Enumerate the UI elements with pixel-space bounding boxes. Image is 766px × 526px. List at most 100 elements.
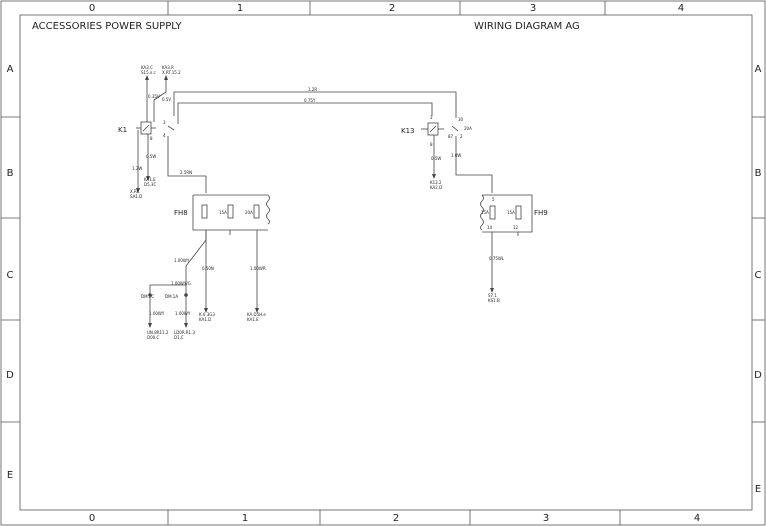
fuse-holder-fh9-label: FH9 [534, 209, 548, 217]
wire-label-fh8-out-3: 1.00WR [250, 266, 266, 271]
splice-label-1: DM.1C [141, 294, 154, 299]
col-label-bottom-1: 1 [242, 513, 248, 524]
relay-k1-label: K1 [118, 126, 127, 134]
col-label-bottom-2: 2 [393, 513, 399, 524]
wire-label-top-long-1: 1.2R [308, 87, 317, 92]
col-label-top-4: 4 [678, 3, 684, 14]
col-label-top-1: 1 [237, 3, 243, 14]
k1-wire-top-b [153, 78, 167, 122]
relay-k13 [421, 122, 459, 136]
k13-pin-3: 87 [448, 134, 454, 139]
conn-fh8-end-1b: D00.C [147, 335, 159, 340]
conn-fh8-end-3b: KA1.D [199, 317, 211, 322]
fh9-pin-2: 14 [487, 225, 493, 230]
wire-label-k1-side: 1.2W [132, 166, 142, 171]
wire-top-long-1 [173, 91, 457, 118]
fuse-holder-fh8-label: FH8 [174, 209, 188, 217]
k13-pin-5: 8 [430, 142, 433, 147]
wire-label-fh8-out-2: 0.50N [202, 266, 214, 271]
k13-pin-6: 20A [464, 126, 472, 131]
conn-k1-bot-a-1: X.RK [130, 189, 140, 194]
conn-k1-bot-a-2: SA1.D [130, 194, 142, 199]
fh9-fuse-1: 15A [481, 210, 489, 215]
relay-k13-label: K13 [401, 127, 415, 135]
wire-label-fh8-out-1b: 1.00WY/G [171, 281, 191, 286]
wire-label-fh8-sub-b: 1.00WY [175, 311, 191, 316]
col-label-top-0: 0 [89, 3, 95, 14]
fuse-holder-fh9 [480, 194, 533, 233]
conn-k1-top-a-2: S15.x.c [141, 70, 156, 75]
conn-fh9-end-2: KS1.B [488, 298, 500, 303]
splice-dot-icon [184, 293, 188, 297]
wire-label-k13-down: 0.5W [431, 156, 441, 161]
page-title-left: ACCESSORIES POWER SUPPLY [32, 21, 182, 32]
wire-label-fh8-sub-a: 1.00WY [149, 311, 165, 316]
wire-label-k1-to-fh8: 2.5RN [180, 170, 192, 175]
col-label-top-3: 3 [530, 3, 536, 14]
k13-wire-to-fh9 [455, 136, 493, 193]
k1-pin-2: 4 [163, 133, 166, 138]
splice-dot-icon [148, 293, 152, 297]
conn-fh9-end-1: S7.1 [488, 293, 497, 298]
conn-k1-top-b-2: X.RT.15.2 [162, 70, 181, 75]
conn-k1-top-b-1: KA3.R [162, 65, 174, 70]
fh9-fuse-2: 15A [507, 210, 515, 215]
fuse-holder-fh8 [192, 194, 270, 231]
conn-fh8-end-1a: UN.8R11.2 [147, 330, 169, 335]
splice-label-2: DM.1A [165, 294, 178, 299]
relay-k1 [136, 121, 175, 135]
row-label-left-d: D [6, 370, 14, 381]
row-label-left-e: E [7, 470, 13, 481]
row-label-right-b: B [755, 168, 762, 179]
column-dividers [167, 1, 621, 525]
arrow-down-icon [204, 308, 208, 313]
wire-label-top-long-2: 0.75Y [304, 98, 316, 103]
row-dividers [1, 116, 765, 423]
col-label-top-2: 2 [389, 3, 395, 14]
col-label-bottom-4: 4 [694, 513, 700, 524]
conn-k1-bot-b-2: D5.3C [144, 182, 156, 187]
inner-frame [19, 14, 753, 511]
arrow-down-icon [148, 323, 152, 328]
k13-pin-4: 2 [460, 134, 463, 139]
conn-k1-top-a-1: KA3.C [141, 65, 153, 70]
fh8-fuse-3: 20A [245, 210, 253, 215]
k1-pin-1: 3 [163, 120, 166, 125]
row-label-right-e: E [755, 484, 761, 495]
row-label-right-d: D [754, 370, 762, 381]
k13-pin-1: 3 [430, 115, 433, 120]
row-label-left-b: B [7, 168, 14, 179]
arrow-down-icon [490, 288, 494, 293]
wire-label-fh8-out-1: 1.00WY [174, 258, 190, 263]
arrow-down-icon [432, 174, 436, 179]
conn-k13-bot-1: K13.2 [430, 180, 442, 185]
k1-wire-to-fh8 [167, 136, 207, 193]
conn-k13-bot-2: KA2.D [430, 185, 442, 190]
wire-label-k1-in-b: 0.5V [162, 97, 171, 102]
row-label-right-a: A [755, 64, 762, 75]
wire-top-long-2 [177, 102, 433, 124]
col-label-bottom-0: 0 [89, 513, 95, 524]
k13-pin-2: 30 [458, 117, 464, 122]
conn-fh8-end-3a: K.0.3G3 [199, 312, 215, 317]
arrow-up-icon [164, 75, 168, 80]
arrow-down-icon [184, 323, 188, 328]
fh9-pin-1: 5 [492, 197, 495, 202]
arrow-down-icon [146, 176, 150, 181]
wire-label-k13-side: 1.0W [451, 153, 461, 158]
row-label-right-c: C [755, 270, 762, 281]
arrow-down-icon [255, 308, 259, 313]
wire-label-k1-down: 0.5W [146, 154, 156, 159]
row-label-left-c: C [7, 270, 14, 281]
arrow-down-icon [136, 188, 140, 193]
col-label-bottom-3: 3 [543, 513, 549, 524]
k1-pin-3: 8 [150, 136, 153, 141]
conn-fh8-end-2a: LD0R.R1.3 [174, 330, 195, 335]
conn-fh8-end-2b: D1.C [174, 335, 184, 340]
conn-fh8-end-4a: KA.D5H.e [247, 312, 266, 317]
wire-label-fh9-out: 0.75WL [489, 256, 505, 261]
fh9-pin-3: 12 [513, 225, 519, 230]
fh8-wire-splice [149, 284, 186, 295]
